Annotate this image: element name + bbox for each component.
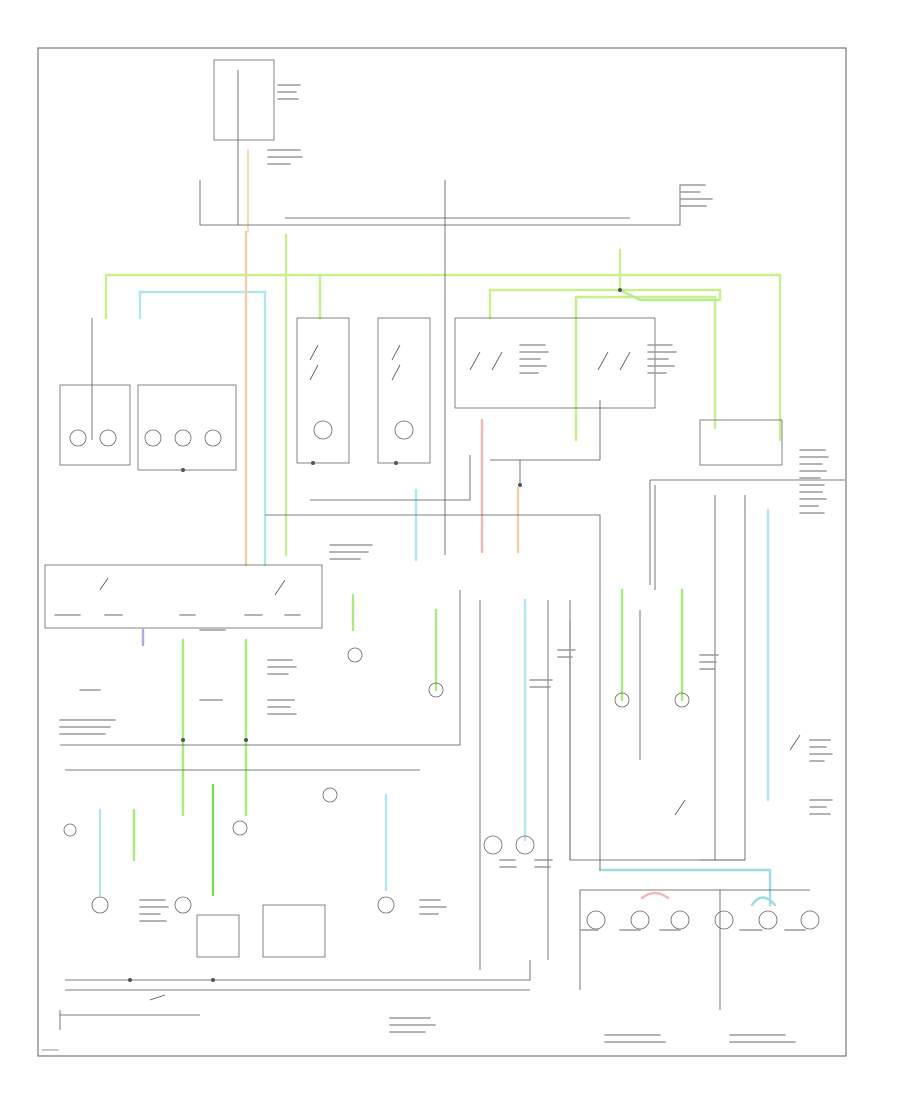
lamp-icon xyxy=(313,420,333,440)
junction-dot xyxy=(518,483,522,487)
junction-dot xyxy=(128,978,132,982)
wire-blue-left xyxy=(138,290,267,567)
lamp-icon xyxy=(91,896,109,914)
junction-dot xyxy=(394,461,398,465)
lamp-icon xyxy=(377,896,395,914)
label-mark xyxy=(809,739,833,815)
junction-dot xyxy=(211,978,215,982)
lamp-icon xyxy=(674,692,690,708)
mid-horiz-1 xyxy=(265,514,601,870)
right-bus-low xyxy=(569,600,745,861)
label-mark xyxy=(529,649,576,688)
lamp-icon xyxy=(394,420,414,440)
switch-icon xyxy=(597,351,631,371)
lamp-icon xyxy=(630,910,650,930)
lamp-icon xyxy=(800,910,820,930)
label-mark xyxy=(59,719,116,735)
wire-green-fan-a xyxy=(618,288,720,302)
label-mark xyxy=(267,659,297,715)
components xyxy=(44,59,783,958)
lower-rail xyxy=(60,590,461,746)
label-mark xyxy=(699,654,719,670)
label-mark xyxy=(647,344,677,374)
junction-dot xyxy=(181,468,185,472)
label-mark xyxy=(329,544,373,560)
label-mark xyxy=(519,344,549,374)
lamp-icon xyxy=(322,787,338,803)
switch-icon xyxy=(149,994,166,1001)
lamp-icon xyxy=(714,910,734,930)
junctions xyxy=(128,288,622,982)
dome-box-1 xyxy=(296,317,350,464)
lamp-icon xyxy=(515,835,535,855)
annotation-marks xyxy=(54,84,833,1043)
label-mark xyxy=(499,859,553,868)
lamp-icon xyxy=(586,910,606,930)
black-wires xyxy=(59,70,845,1030)
lamp-icon xyxy=(204,429,222,447)
switch-icon xyxy=(674,734,801,816)
label-mark xyxy=(79,629,226,701)
lamp-icon xyxy=(614,692,630,708)
junction-dot xyxy=(244,738,248,742)
lamps xyxy=(63,420,820,930)
label-mark xyxy=(604,1034,796,1043)
right-switch-box xyxy=(454,317,656,409)
right-vert-2 xyxy=(700,495,746,861)
right-lamp-box xyxy=(699,419,783,466)
switch-box-1 xyxy=(137,384,237,471)
switch-icon xyxy=(469,351,503,371)
bottom-left-rail xyxy=(59,1010,200,1030)
vert-f xyxy=(490,400,601,485)
lower-box-1 xyxy=(196,914,240,958)
junction-dot xyxy=(181,738,185,742)
mid-horiz-2 xyxy=(310,455,471,501)
lamp-icon xyxy=(483,835,503,855)
main-connector xyxy=(44,564,323,629)
top-bus xyxy=(199,180,681,226)
lamp-icon xyxy=(670,910,690,930)
right-box-top xyxy=(649,479,845,585)
lamp-icon xyxy=(174,429,192,447)
junction-dot xyxy=(618,288,622,292)
wire-green-right-loop xyxy=(488,248,782,442)
wire-blue-bottom-right xyxy=(598,868,777,907)
ground-bus xyxy=(65,960,531,981)
diagram-frame xyxy=(37,47,847,1057)
lamp-icon xyxy=(63,823,77,837)
label-mark xyxy=(389,1017,436,1033)
junction-dot xyxy=(311,461,315,465)
lamp-icon xyxy=(144,429,162,447)
lower-box-2 xyxy=(262,904,326,958)
label-mark xyxy=(139,899,169,922)
switch-icon xyxy=(99,577,286,596)
top-fuse-box xyxy=(213,59,275,141)
lamp-icon xyxy=(99,429,117,447)
label-mark xyxy=(419,899,447,915)
switches xyxy=(99,344,801,1001)
wire-pink-low xyxy=(640,891,670,900)
lamp-icon xyxy=(758,910,778,930)
lamp-icon xyxy=(347,647,363,663)
lamp-icon xyxy=(232,820,248,836)
label-mark xyxy=(267,149,303,165)
switch-icon xyxy=(391,344,401,381)
label-mark xyxy=(799,449,829,514)
right-lower-rail xyxy=(579,889,810,1010)
label-mark xyxy=(679,184,713,207)
lamp-icon xyxy=(428,682,444,698)
dome-box-2 xyxy=(377,317,431,464)
left-lamp-box xyxy=(59,384,131,466)
label-mark xyxy=(277,84,301,100)
switch-icon xyxy=(309,344,319,381)
colored-wires xyxy=(98,149,782,907)
lamp-icon xyxy=(174,896,192,914)
lamp-icon xyxy=(69,429,87,447)
